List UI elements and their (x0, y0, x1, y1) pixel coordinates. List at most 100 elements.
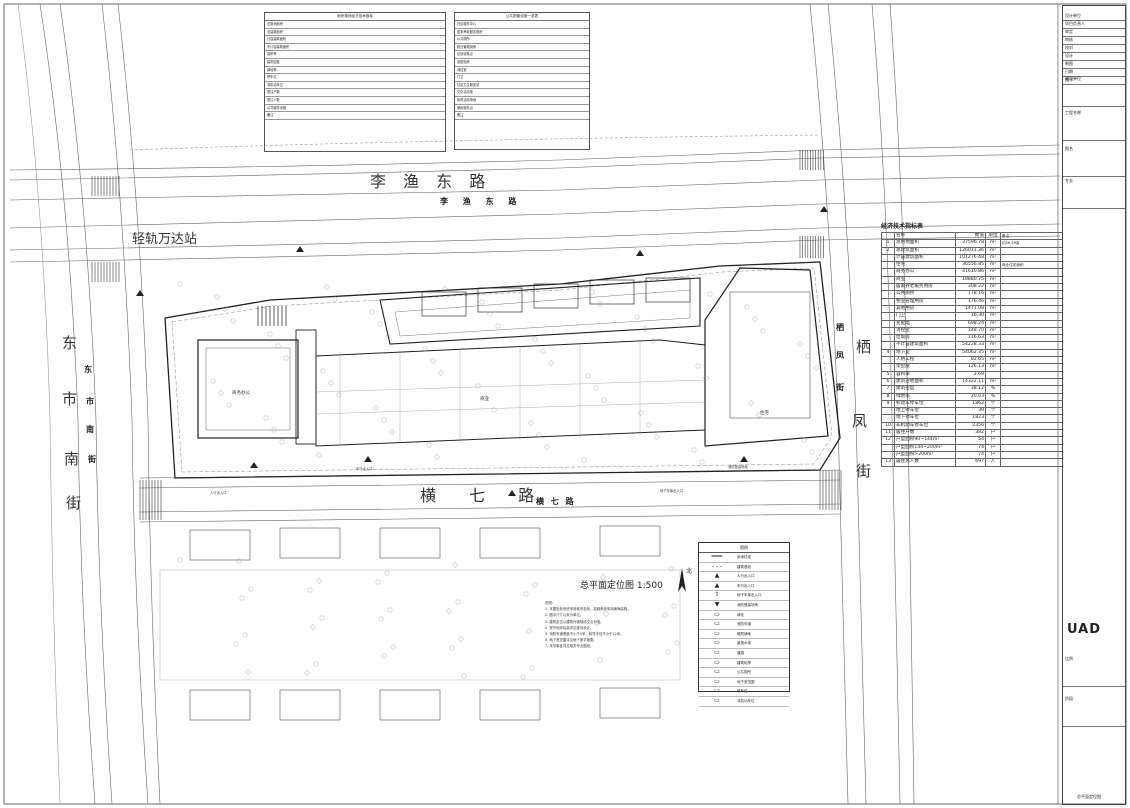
tree-icon (591, 583, 597, 589)
tree-icon (654, 434, 660, 440)
metrics-cell: m² (985, 275, 1001, 285)
tree-icon (387, 607, 393, 613)
top-table-left-row: 计容建筑面积 (265, 36, 445, 44)
west-street-small-char: 街 (88, 455, 96, 464)
metrics-cell: 公共厕所 (894, 290, 956, 299)
title-block-divider (1063, 140, 1125, 141)
legend-label: 人行出入口 (737, 574, 755, 579)
tree-icon (222, 306, 228, 312)
tree-icon (426, 442, 432, 448)
metrics-cell (881, 450, 895, 460)
metrics-cell (1000, 341, 1063, 350)
metrics-cell (1000, 297, 1063, 306)
tree-icon (646, 422, 652, 428)
note-line: 6. 地下室范围详见地下室平面图。 (545, 638, 597, 643)
legend-label: 车行出入口 (737, 583, 755, 588)
metrics-header-row: 名称数值单位备注 (881, 231, 1063, 241)
metrics-cell: 居住总人数 (894, 458, 956, 467)
tree-icon (475, 383, 481, 389)
tree-icon (442, 286, 448, 292)
tree-icon (242, 632, 248, 638)
metrics-cell: 居住户数 (894, 428, 956, 438)
metrics-cell: 82.65 (955, 356, 986, 365)
metrics-cell (1000, 334, 1063, 343)
tree-icon (526, 628, 532, 634)
metrics-cell: m² (985, 268, 1001, 277)
metrics-cell (881, 319, 895, 328)
north-label: 北 (686, 568, 693, 575)
metrics-cell: 10 (881, 421, 895, 431)
legend-symbol-icon: ▭ (714, 687, 720, 695)
legend-item: ▭非机动车位 (699, 697, 789, 707)
legend-item: ▭地下室范围 (699, 678, 789, 688)
legend-symbol-icon: ▲ (714, 581, 720, 589)
metrics-cell (1000, 268, 1063, 277)
metrics-cell: 74 (955, 443, 986, 452)
north-road-label: 李 渔 东 路 (370, 172, 492, 191)
tree-icon (760, 328, 766, 334)
title-block-divider (1063, 726, 1125, 727)
title-block-row-label: 项目负责人 (1065, 21, 1085, 26)
tree-icon (218, 390, 224, 396)
west-street-small-char: 南 (86, 425, 94, 434)
metrics-cell (1000, 326, 1063, 336)
metrics-header-cell: 备注 (1000, 231, 1063, 241)
top-table-right-row: 垃圾收集点 (455, 51, 589, 59)
tree-icon (695, 363, 701, 369)
title-block-divider (1063, 106, 1125, 107)
metrics-cell (1000, 436, 1063, 445)
metrics-cell: m² (985, 297, 1001, 306)
metrics-cell: 116.63 (955, 334, 986, 343)
metrics-cell: 地下室 (894, 348, 956, 358)
metrics-cell: 178.16 (955, 290, 986, 299)
title-block-label: 专业 (1065, 178, 1073, 183)
metrics-cell (881, 356, 895, 365)
tree-icon (390, 644, 396, 650)
tree-icon (805, 353, 811, 359)
tree-icon (316, 452, 322, 458)
west-street-small-char: 东 (84, 365, 92, 374)
title-block-label: 阶段 (1065, 696, 1073, 701)
metrics-cell: 13 (881, 458, 895, 467)
tree-icon (593, 385, 599, 391)
title-block-divider (1063, 208, 1125, 209)
legend-symbol-icon: ▭ (714, 677, 720, 685)
tree-icon (458, 636, 464, 642)
metrics-cell (881, 341, 895, 350)
tree-icon (756, 412, 762, 418)
top-table-right-row: 备注 (455, 112, 589, 120)
metrics-cell (1000, 377, 1063, 387)
east-street-small-char: 栖 (836, 323, 844, 332)
metrics-cell: 126.13 (955, 363, 986, 372)
tree-icon (699, 459, 705, 465)
tree-icon (671, 603, 677, 609)
tree-icon (438, 370, 444, 376)
metrics-cell: m² (985, 348, 1001, 358)
tree-icon (544, 444, 550, 450)
tree-icon (532, 336, 538, 342)
metrics-cell (1000, 275, 1063, 285)
legend-symbol-icon: ▭ (714, 668, 720, 676)
legend-symbol-icon: ▭ (714, 648, 720, 656)
top-units (421, 277, 691, 317)
metrics-cell: 计容建筑面积 (894, 253, 956, 263)
metrics-cell: 2 (881, 246, 895, 255)
top-table-right-row: 便民服务点 (455, 105, 589, 113)
tree-icon (520, 674, 526, 680)
metrics-cell: m² (985, 253, 1001, 263)
tree-icon (310, 624, 316, 630)
tree-icon (316, 578, 322, 584)
legend-label: 用地红线 (737, 555, 751, 559)
tree-icon (585, 373, 591, 379)
metrics-cell: 不计容建筑面积 (894, 341, 956, 350)
tree-icon (813, 365, 819, 371)
tree-icon (328, 380, 334, 386)
metrics-cell (881, 312, 895, 321)
north-road-label-small: 李 渔 东 路 (440, 197, 523, 206)
metrics-cell: 4 (881, 348, 895, 358)
